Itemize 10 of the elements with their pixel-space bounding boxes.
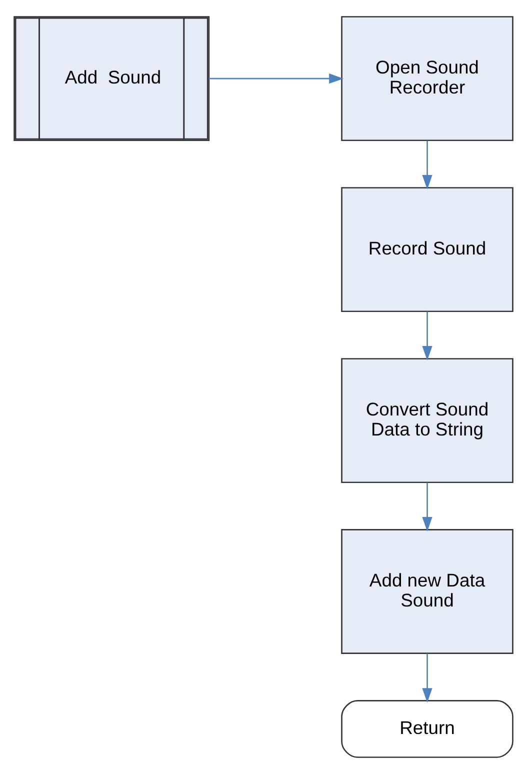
arrow bbox=[422, 140, 432, 190]
arrow bbox=[208, 73, 344, 84]
arrow bbox=[422, 653, 432, 702]
node-box: Add new Data Sound bbox=[340, 528, 513, 654]
node-box: Convert Sound Data to String bbox=[340, 358, 513, 483]
node-box: Open Sound Recorder bbox=[340, 16, 513, 141]
node-box: Record Sound bbox=[340, 186, 513, 312]
arrow bbox=[422, 482, 432, 532]
arrow bbox=[422, 311, 432, 360]
node-box: Return bbox=[340, 700, 513, 758]
